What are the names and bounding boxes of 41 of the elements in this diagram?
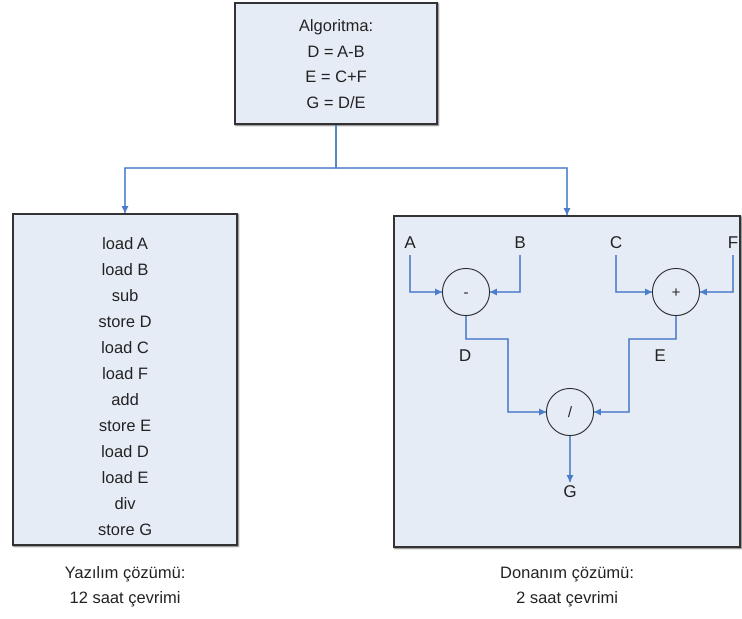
instruction: store G: [96, 520, 154, 541]
node-label: Donanım çözümü:: [499, 564, 635, 583]
instruction: load C: [100, 338, 150, 359]
instruction-list-box: [12, 213, 238, 546]
arrow: [335, 125, 571, 215]
instruction: store E: [98, 416, 152, 437]
arrow: [615, 255, 652, 296]
instruction: store D: [97, 312, 153, 333]
operator-circle: -: [442, 268, 490, 316]
arrow: [409, 255, 442, 296]
arrow: [490, 255, 521, 296]
arrow: [700, 255, 734, 296]
formula: D = A-B: [306, 42, 366, 62]
arrow: [594, 316, 677, 416]
instruction: load B: [100, 260, 150, 281]
input-label: C: [606, 233, 626, 255]
input-label: B: [510, 233, 530, 255]
node-label: 12 saat çevrimi: [68, 589, 182, 608]
process-box: [234, 2, 438, 125]
output-label: G: [560, 482, 580, 504]
node-label: 2 saat çevrimi: [515, 589, 619, 608]
input-label: F: [724, 233, 742, 255]
node-label: Yazılım çözümü:: [64, 564, 186, 583]
operator-circle: +: [652, 268, 700, 316]
instruction: add: [110, 390, 140, 411]
instruction: sub: [110, 286, 140, 307]
operator-circle: /: [546, 388, 594, 436]
hardware-panel: [393, 215, 741, 548]
instruction: div: [113, 494, 137, 515]
input-label: A: [400, 233, 420, 255]
formula: G = D/E: [305, 92, 367, 114]
instruction: load F: [101, 364, 149, 385]
instruction: load A: [101, 234, 149, 255]
instruction: load D: [100, 442, 150, 463]
arrow: [566, 436, 574, 482]
arrow: [465, 316, 546, 416]
instruction: load E: [100, 468, 150, 489]
formula: E = C+F: [304, 67, 368, 88]
heading: Algoritma:: [298, 16, 374, 37]
edge-label: E: [653, 346, 667, 366]
edge-label: D: [458, 346, 472, 366]
